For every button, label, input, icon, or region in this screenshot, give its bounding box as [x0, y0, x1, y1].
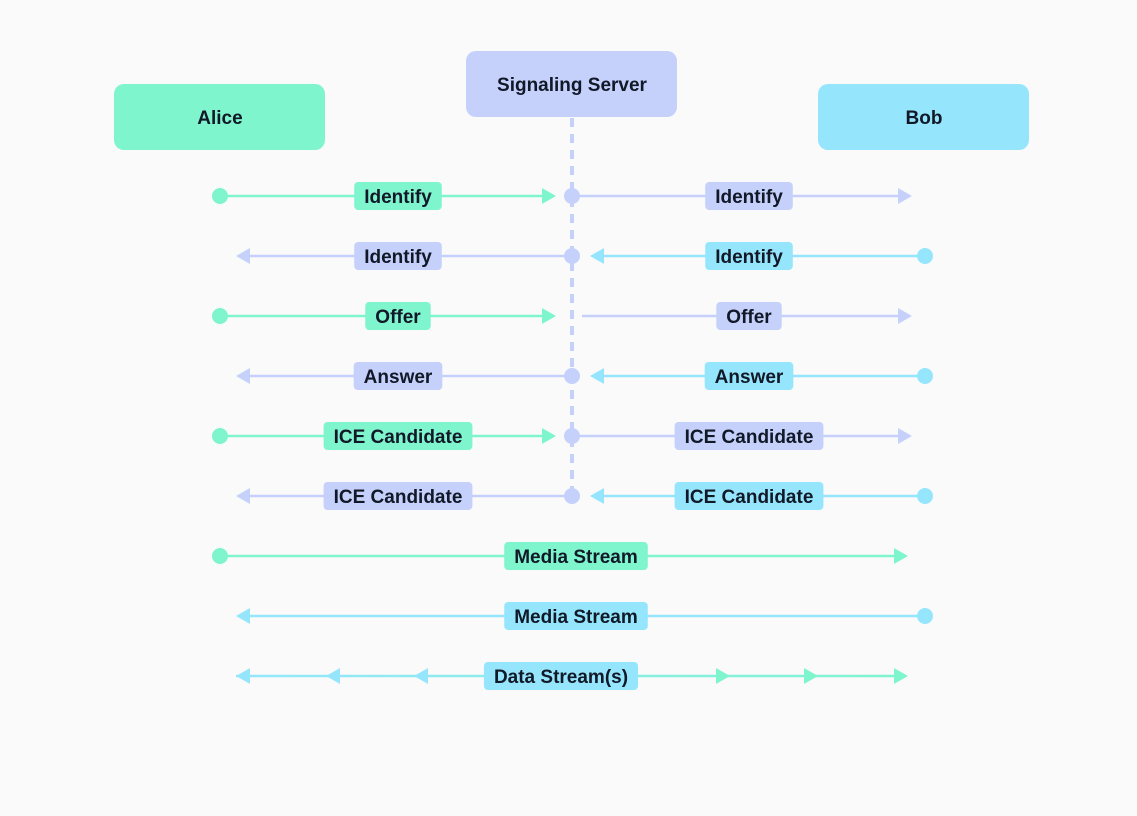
arrow-head — [542, 428, 556, 444]
arrow-head — [542, 308, 556, 324]
arrow-head — [236, 608, 250, 624]
message-label-bg — [365, 302, 431, 330]
message-8: ICE Candidate — [212, 422, 556, 450]
message-label: Offer — [375, 307, 421, 328]
message-7: Answer — [590, 362, 933, 390]
actor-server-label: Signaling Server — [497, 75, 648, 96]
message-label-bg — [705, 242, 793, 270]
message-label-bg — [323, 482, 473, 510]
message-label: Identify — [364, 247, 432, 268]
message-origin-dot — [212, 188, 228, 204]
message-label-bg — [716, 302, 782, 330]
message-label: Answer — [364, 367, 433, 388]
message-origin-dot — [917, 248, 933, 264]
message-origin-dot — [917, 488, 933, 504]
actor-signaling-server: Signaling Server — [466, 51, 677, 117]
message-origin-dot — [212, 428, 228, 444]
message-1: Identify — [564, 182, 912, 210]
actor-alice-box — [114, 84, 325, 150]
message-label: Offer — [726, 307, 772, 328]
message-label-bg — [323, 422, 473, 450]
message-13: Media Stream — [236, 602, 933, 630]
message-label-bg — [354, 242, 442, 270]
message-label-bg — [705, 182, 793, 210]
message-label-bg — [704, 362, 794, 390]
message-label-bg — [674, 482, 824, 510]
message-5: Offer — [582, 302, 912, 330]
arrow-head — [894, 548, 908, 564]
arrow-head-left-2 — [414, 668, 428, 684]
arrow-head — [236, 248, 250, 264]
arrow-head-left-0 — [236, 668, 250, 684]
message-origin-dot — [212, 308, 228, 324]
message-9: ICE Candidate — [564, 422, 912, 450]
message-origin-dot — [917, 368, 933, 384]
arrow-head — [236, 368, 250, 384]
message-origin-dot — [564, 428, 580, 444]
actor-bob-label: Bob — [906, 108, 943, 129]
arrow-head-right-2 — [894, 668, 908, 684]
message-origin-dot — [564, 248, 580, 264]
message-10: ICE Candidate — [236, 482, 580, 510]
arrow-head — [542, 188, 556, 204]
arrow-head — [898, 308, 912, 324]
arrow-head — [590, 248, 604, 264]
message-3: Identify — [590, 242, 933, 270]
message-label: Identify — [715, 187, 783, 208]
message-label: ICE Candidate — [334, 427, 463, 448]
arrow-head — [590, 488, 604, 504]
arrow-head — [590, 368, 604, 384]
message-4: Offer — [212, 302, 556, 330]
actor-server-box — [466, 51, 677, 117]
message-label-bg — [353, 362, 443, 390]
message-label: Identify — [364, 187, 432, 208]
arrow-head-left-1 — [326, 668, 340, 684]
actor-bob-box — [818, 84, 1029, 150]
message-label: ICE Candidate — [334, 487, 463, 508]
message-origin-dot — [564, 488, 580, 504]
arrow-head-right-0 — [716, 668, 730, 684]
actor-alice: Alice — [114, 84, 325, 150]
message-label-bg — [483, 662, 639, 690]
message-origin-dot — [564, 188, 580, 204]
message-origin-dot — [212, 548, 228, 564]
message-label-bg — [674, 422, 824, 450]
message-label: Media Stream — [514, 607, 638, 628]
message-origin-dot — [917, 608, 933, 624]
message-label: ICE Candidate — [685, 487, 814, 508]
message-label: Identify — [715, 247, 783, 268]
message-14: Data Stream(s) — [236, 662, 908, 690]
arrow-head — [898, 188, 912, 204]
message-2: Identify — [236, 242, 580, 270]
message-label-bg — [504, 602, 648, 630]
message-label-bg — [354, 182, 442, 210]
message-11: ICE Candidate — [590, 482, 933, 510]
message-label: Answer — [715, 367, 784, 388]
arrow-head — [236, 488, 250, 504]
message-12: Media Stream — [212, 542, 908, 570]
message-origin-dot — [564, 368, 580, 384]
message-label: ICE Candidate — [685, 427, 814, 448]
message-label: Data Stream(s) — [494, 667, 628, 688]
message-6: Answer — [236, 362, 580, 390]
actor-bob: Bob — [818, 84, 1029, 150]
message-label: Media Stream — [514, 547, 638, 568]
arrow-head — [898, 428, 912, 444]
arrow-head-right-1 — [804, 668, 818, 684]
actor-alice-label: Alice — [197, 108, 242, 129]
message-0: Identify — [212, 182, 556, 210]
message-label-bg — [504, 542, 648, 570]
